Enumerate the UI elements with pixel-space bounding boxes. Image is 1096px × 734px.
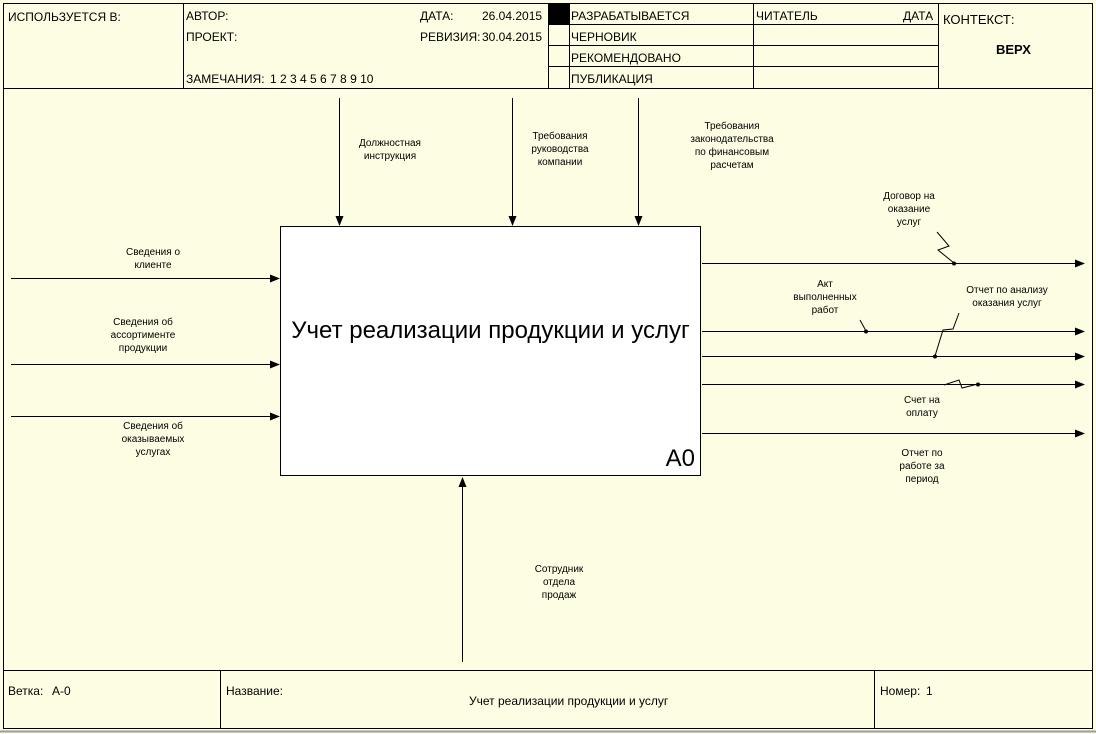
status-working: РАЗРАБАТЫВАЕТСЯ: [571, 9, 690, 23]
status-draft: ЧЕРНОВИК: [571, 30, 637, 44]
author-label: АВТОР:: [186, 9, 229, 23]
control-label-job-description: Должностная инструкция: [359, 138, 421, 162]
output-label-service-contract: Договор на оказание услуг: [883, 191, 935, 228]
output-label-service-analysis-report: Отчет по анализу оказания услуг: [966, 285, 1048, 309]
revision-value: 30.04.2015: [482, 30, 543, 44]
control-label-management-requirements: Требования руководства компании: [531, 131, 589, 168]
input-label-client-info: Сведения о клиенте: [125, 247, 181, 271]
project-label: ПРОЕКТ:: [186, 30, 238, 44]
squiggle-invoice: [943, 379, 979, 389]
notes-label: ЗАМЕЧАНИЯ:: [186, 72, 265, 86]
reader-date-label: ДАТА: [903, 9, 934, 23]
node-value: A-0: [52, 684, 71, 698]
function-title: Учет реализации продукции и услуг: [291, 317, 690, 344]
input-label-assortment-info: Сведения об ассортименте продукции: [110, 317, 176, 354]
leader-work-completion-act: [859, 319, 867, 332]
squiggle-service-analysis-report: [934, 312, 960, 357]
date-label: ДАТА:: [420, 9, 454, 23]
squiggle-service-contract: [936, 231, 955, 264]
footer-title-value: Учет реализации продукции и услуг: [469, 694, 669, 708]
output-label-invoice: Счет на оплату: [904, 395, 940, 419]
revision-label: РЕВИЗИЯ:: [420, 30, 481, 44]
function-box-a0[interactable]: Учет реализации продукции и услуг A0: [280, 226, 701, 476]
reader-label: ЧИТАТЕЛЬ: [756, 9, 818, 23]
function-number: A0: [665, 445, 695, 472]
context-label: КОНТЕКСТ:: [943, 12, 1015, 27]
status-publication: ПУБЛИКАЦИЯ: [571, 72, 653, 86]
mechanism-label-sales-employee: Сотрудник отдела продаж: [534, 564, 584, 601]
date-value: 26.04.2015: [482, 9, 543, 23]
title-label: Название:: [226, 684, 283, 698]
context-value: ВЕРХ: [996, 42, 1031, 57]
node-label: Ветка:: [8, 684, 44, 698]
output-label-work-completion-act: Акт выполненных работ: [793, 279, 857, 316]
number-label: Номер:: [880, 684, 921, 698]
status-recommended: РЕКОМЕНДОВАНО: [571, 51, 681, 65]
number-value: 1: [926, 684, 933, 698]
output-label-period-report: Отчет по работе за период: [899, 448, 945, 485]
used-in-label: ИСПОЛЬЗУЕТСЯ В:: [8, 10, 121, 24]
control-label-legislation-requirements: Требования законодательства по финансовы…: [690, 121, 774, 171]
input-label-services-info: Сведения об оказываемых услугах: [121, 421, 185, 458]
notes-numbers: 1 2 3 4 5 6 7 8 9 10: [270, 72, 374, 86]
